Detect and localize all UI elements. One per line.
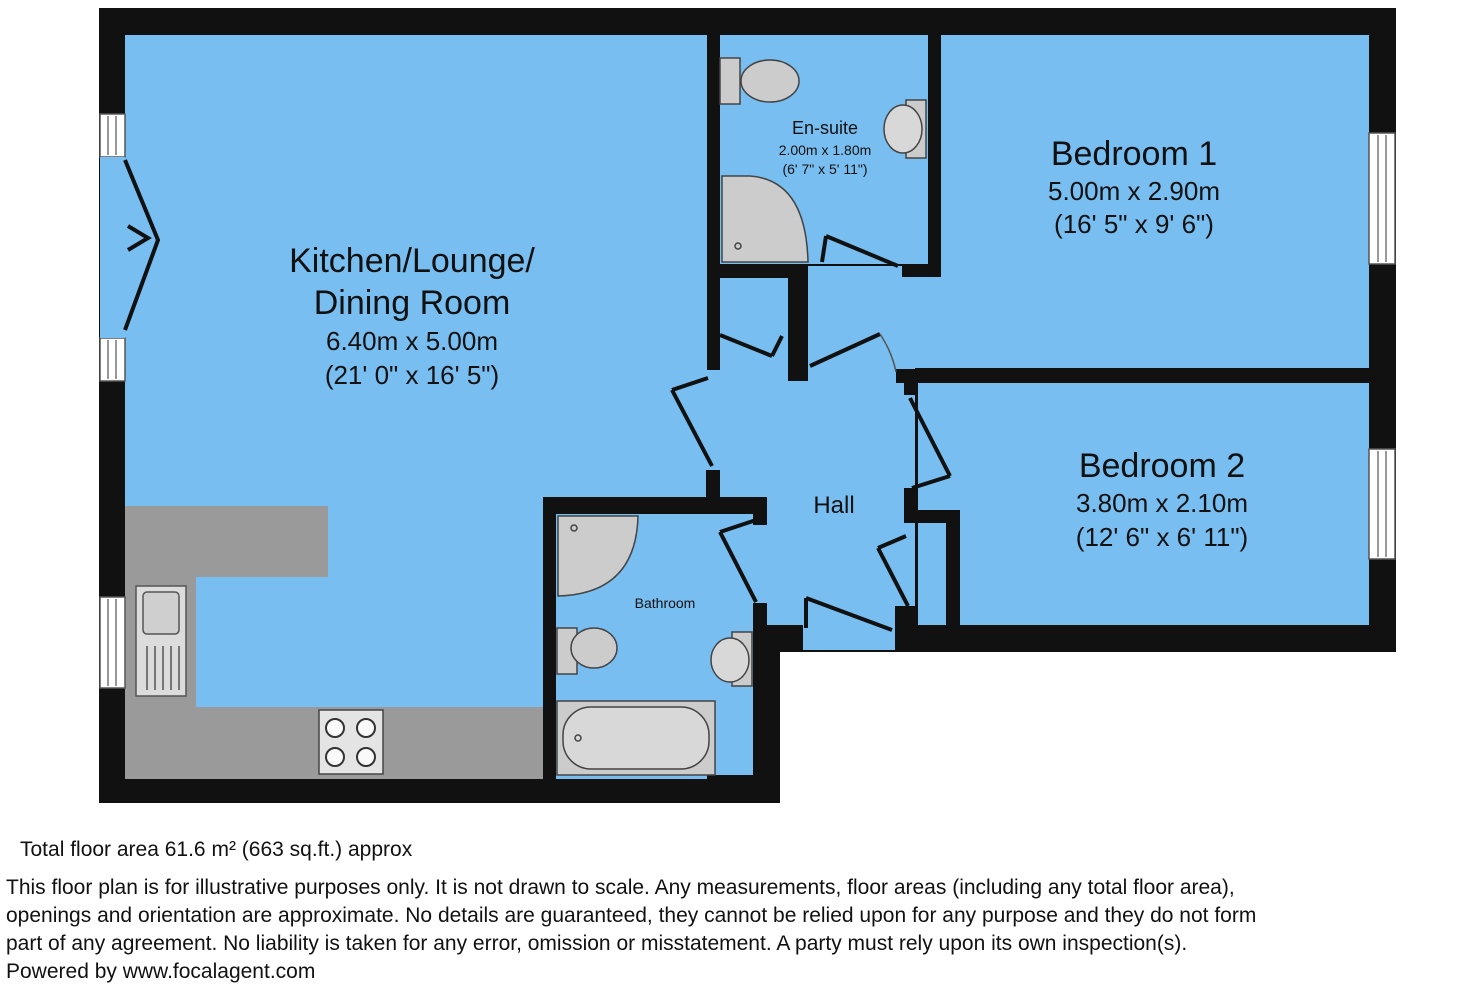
total-floor-area: Total floor area 61.6 m² (663 sq.ft.) ap… (20, 838, 413, 861)
door-icon (809, 332, 897, 373)
door-icon (908, 397, 952, 490)
powered-by-link[interactable]: Powered by www.focalagent.com (6, 960, 316, 983)
wall (753, 603, 767, 803)
kitchen-name-line-2: Dining Room (314, 284, 511, 322)
bedroom-2-size-imperial: (12' 6" x 6' 11") (1076, 522, 1248, 552)
wall (706, 470, 720, 500)
bedroom-2-entry-floor (918, 383, 968, 625)
disclaimer-line: openings and orientation are approximate… (6, 904, 1257, 927)
door-icon (876, 534, 910, 607)
french-door-opening (100, 157, 125, 338)
washbasin-icon (883, 99, 927, 159)
shower-icon (557, 515, 639, 597)
wall (895, 625, 1369, 652)
bathroom-name: Bathroom (635, 595, 696, 611)
wall (902, 264, 941, 277)
hall-name: Hall (813, 492, 854, 519)
door-icon (820, 234, 899, 268)
disclaimer-line: part of any agreement. No liability is t… (6, 932, 1188, 955)
kitchen-name-line-1: Kitchen/Lounge/ (289, 242, 535, 280)
bedroom-1-floor (941, 35, 1369, 368)
door-icon (718, 518, 758, 603)
wall (753, 497, 767, 525)
window (99, 113, 126, 158)
kitchen-size-imperial: (21' 0" x 16' 5") (325, 360, 499, 390)
wall (707, 35, 720, 278)
wall (896, 369, 1369, 383)
hob-icon (318, 709, 384, 775)
door-icon (670, 376, 714, 467)
window (99, 337, 126, 382)
sink-icon (135, 585, 187, 697)
wall (904, 488, 918, 514)
toilet-icon (556, 627, 618, 675)
window (99, 596, 126, 689)
bedroom-2-size-metric: 3.80m x 2.10m (1076, 488, 1248, 518)
wall (904, 383, 918, 395)
window (1368, 132, 1396, 265)
disclaimer-line: This floor plan is for illustrative purp… (6, 876, 1235, 899)
floor-plan: Kitchen/Lounge/ Dining Room 6.40m x 5.00… (99, 8, 1396, 803)
wall (753, 625, 803, 652)
wall (543, 497, 556, 803)
washbasin-icon (710, 631, 753, 687)
bedroom-2-floor (960, 383, 1369, 625)
bedroom-2-name: Bedroom 2 (1079, 447, 1245, 485)
ensuite-name: En-suite (792, 118, 858, 138)
bedroom-1-name: Bedroom 1 (1051, 135, 1217, 173)
wall (788, 278, 808, 381)
bedroom-1-size-imperial: (16' 5" x 9' 6") (1054, 209, 1214, 239)
door-icon (804, 596, 893, 632)
bedroom-1-size-metric: 5.00m x 2.90m (1048, 176, 1220, 206)
disclaimer: This floor plan is for illustrative purp… (0, 874, 1464, 986)
door-icon (719, 333, 784, 358)
shower-icon (721, 175, 809, 263)
french-door-icon (123, 159, 161, 331)
wall (707, 278, 720, 370)
ensuite-size-imperial: (6' 7" x 5' 11") (782, 161, 867, 177)
wall (928, 35, 941, 277)
window (1368, 448, 1396, 560)
bathtub-icon (556, 700, 716, 776)
wall (707, 264, 808, 278)
wall (946, 510, 960, 625)
footer: Total floor area 61.6 m² (663 sq.ft.) ap… (0, 836, 1464, 986)
kitchen-size-metric: 6.40m x 5.00m (326, 326, 498, 356)
wall (543, 497, 767, 514)
toilet-icon (719, 57, 800, 105)
kitchen-counter (125, 506, 543, 779)
ensuite-size-metric: 2.00m x 1.80m (779, 142, 872, 158)
